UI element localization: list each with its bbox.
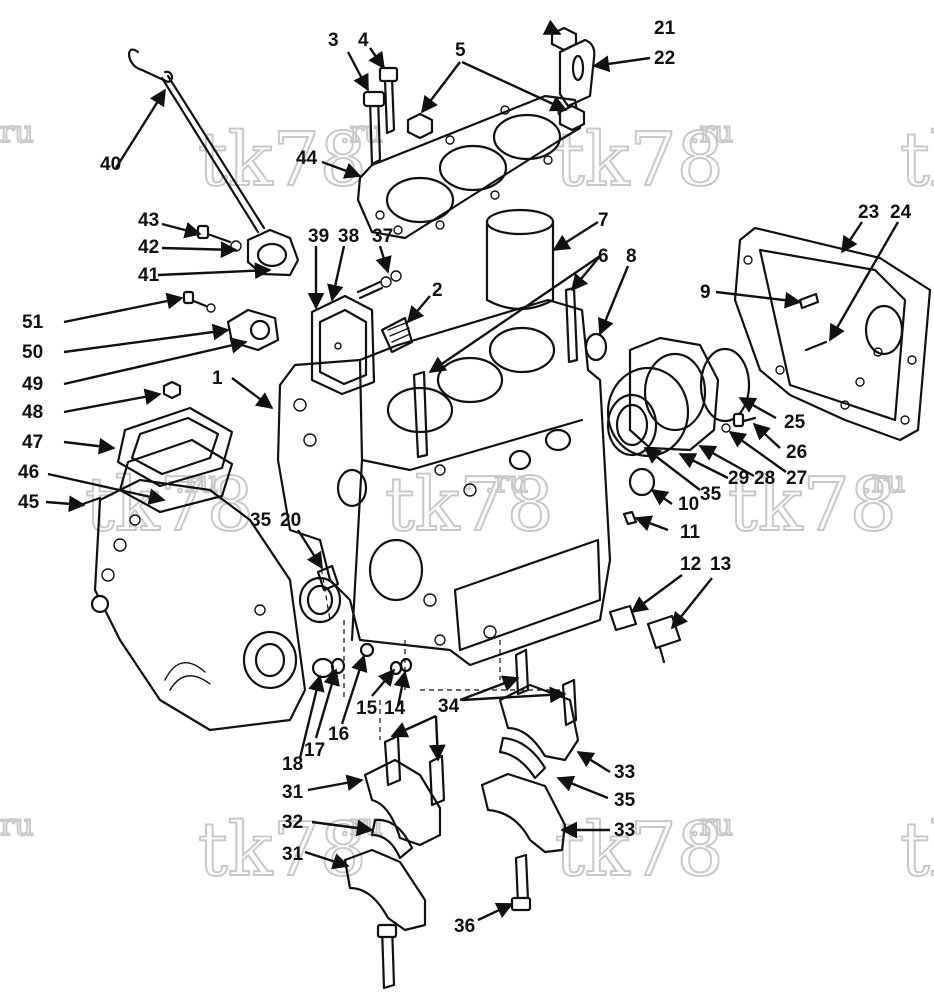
watermark-suffix: .ru <box>862 465 905 500</box>
watermark-edge: tl <box>900 117 934 203</box>
callout-5: 5 <box>455 40 466 61</box>
thermostat-housing <box>196 224 300 277</box>
callout-2: 2 <box>432 280 443 301</box>
callout-24: 24 <box>890 202 912 223</box>
main-bearing-caps <box>343 648 580 990</box>
watermark-text: tk78 <box>198 807 367 893</box>
gear-case <box>78 478 307 732</box>
callout-41: 41 <box>138 265 160 286</box>
head-gasket <box>356 94 582 240</box>
engine-block <box>276 298 612 667</box>
callout-20: 20 <box>280 510 301 531</box>
callout-46: 46 <box>18 462 39 483</box>
small-plug <box>622 510 638 526</box>
watermark-edge: tl <box>900 807 934 893</box>
callout-labels: 1 2 3 4 5 6 7 8 9 10 11 12 13 14 15 16 1… <box>18 18 912 937</box>
head-bolts <box>362 66 586 166</box>
callout-13: 13 <box>710 554 731 575</box>
watermark-text: tk78 <box>198 117 367 203</box>
callout-17: 17 <box>304 740 325 761</box>
plug <box>584 332 608 362</box>
callout-3: 3 <box>328 30 339 51</box>
callout-47: 47 <box>22 432 43 453</box>
callout-32: 32 <box>282 812 303 833</box>
callout-33-lower: 33 <box>614 820 635 841</box>
callout-28: 28 <box>754 468 775 489</box>
callout-35-bearing: 35 <box>614 790 636 811</box>
callout-18: 18 <box>282 754 303 775</box>
rear-seal-retainer <box>606 336 757 458</box>
watermark-text: tk78 <box>85 462 254 548</box>
callout-50: 50 <box>22 342 43 363</box>
callout-35-front: 35 <box>250 510 272 531</box>
callout-31-lower: 31 <box>282 844 304 865</box>
oil-pressure-switch <box>608 604 682 664</box>
callout-51: 51 <box>22 312 44 333</box>
watermark-suffix: .ru <box>340 115 383 150</box>
callout-7: 7 <box>598 210 609 231</box>
callout-15: 15 <box>356 698 378 719</box>
side-cover-plate <box>310 294 376 396</box>
callout-39: 39 <box>308 226 329 247</box>
callout-44: 44 <box>296 148 318 169</box>
callout-11: 11 <box>680 522 701 543</box>
callout-6: 6 <box>598 246 609 267</box>
callout-4: 4 <box>358 30 369 51</box>
watermark-edge: ru <box>0 115 34 150</box>
callout-45: 45 <box>18 492 40 513</box>
watermark-suffix: .ru <box>690 115 733 150</box>
callout-1: 1 <box>212 368 223 389</box>
watermark-text: tk78 <box>555 117 724 203</box>
callout-12: 12 <box>680 554 701 575</box>
watermark-suffix: .ru <box>485 465 528 500</box>
callout-35-rear: 35 <box>700 484 722 505</box>
callout-49: 49 <box>22 374 43 395</box>
callout-31-upper: 31 <box>282 782 304 803</box>
callout-23: 23 <box>858 202 879 223</box>
callout-36: 36 <box>454 916 475 937</box>
watermark-text: tk78 <box>728 462 897 548</box>
small-flange <box>182 290 280 352</box>
callout-34: 34 <box>438 696 460 717</box>
callout-33-upper: 33 <box>614 762 635 783</box>
seal-ring <box>628 467 656 497</box>
watermark-text: tk78 <box>385 462 554 548</box>
callout-9: 9 <box>700 282 711 303</box>
callout-8: 8 <box>626 246 637 267</box>
lifting-eye <box>550 26 596 108</box>
assembly-lines <box>319 559 560 740</box>
callout-37: 37 <box>372 226 393 247</box>
callout-16: 16 <box>328 724 349 745</box>
callout-14: 14 <box>384 698 406 719</box>
watermark-layer: tk78 .ru tk78 .ru tk78 .ru tk78 .ru tk78… <box>0 114 934 894</box>
watermark-suffix: .ru <box>690 808 733 843</box>
callout-40: 40 <box>100 154 121 175</box>
callout-43: 43 <box>138 210 159 231</box>
dipstick <box>128 48 266 234</box>
callout-48: 48 <box>22 402 43 423</box>
leader-lines <box>45 19 900 922</box>
callout-42: 42 <box>138 237 159 258</box>
callout-38: 38 <box>338 226 359 247</box>
callout-21: 21 <box>654 18 676 39</box>
callout-22: 22 <box>654 48 675 69</box>
rear-end-plate <box>733 226 932 442</box>
callout-25: 25 <box>784 412 806 433</box>
oil-seal-front <box>298 564 342 624</box>
callout-29: 29 <box>728 468 749 489</box>
callout-26: 26 <box>786 442 807 463</box>
breather-fitting <box>356 270 414 354</box>
watermark-text: tk78 <box>555 807 724 893</box>
watermark-edge: ru <box>0 808 34 843</box>
callout-27: 27 <box>786 468 807 489</box>
callout-10: 10 <box>678 494 699 515</box>
